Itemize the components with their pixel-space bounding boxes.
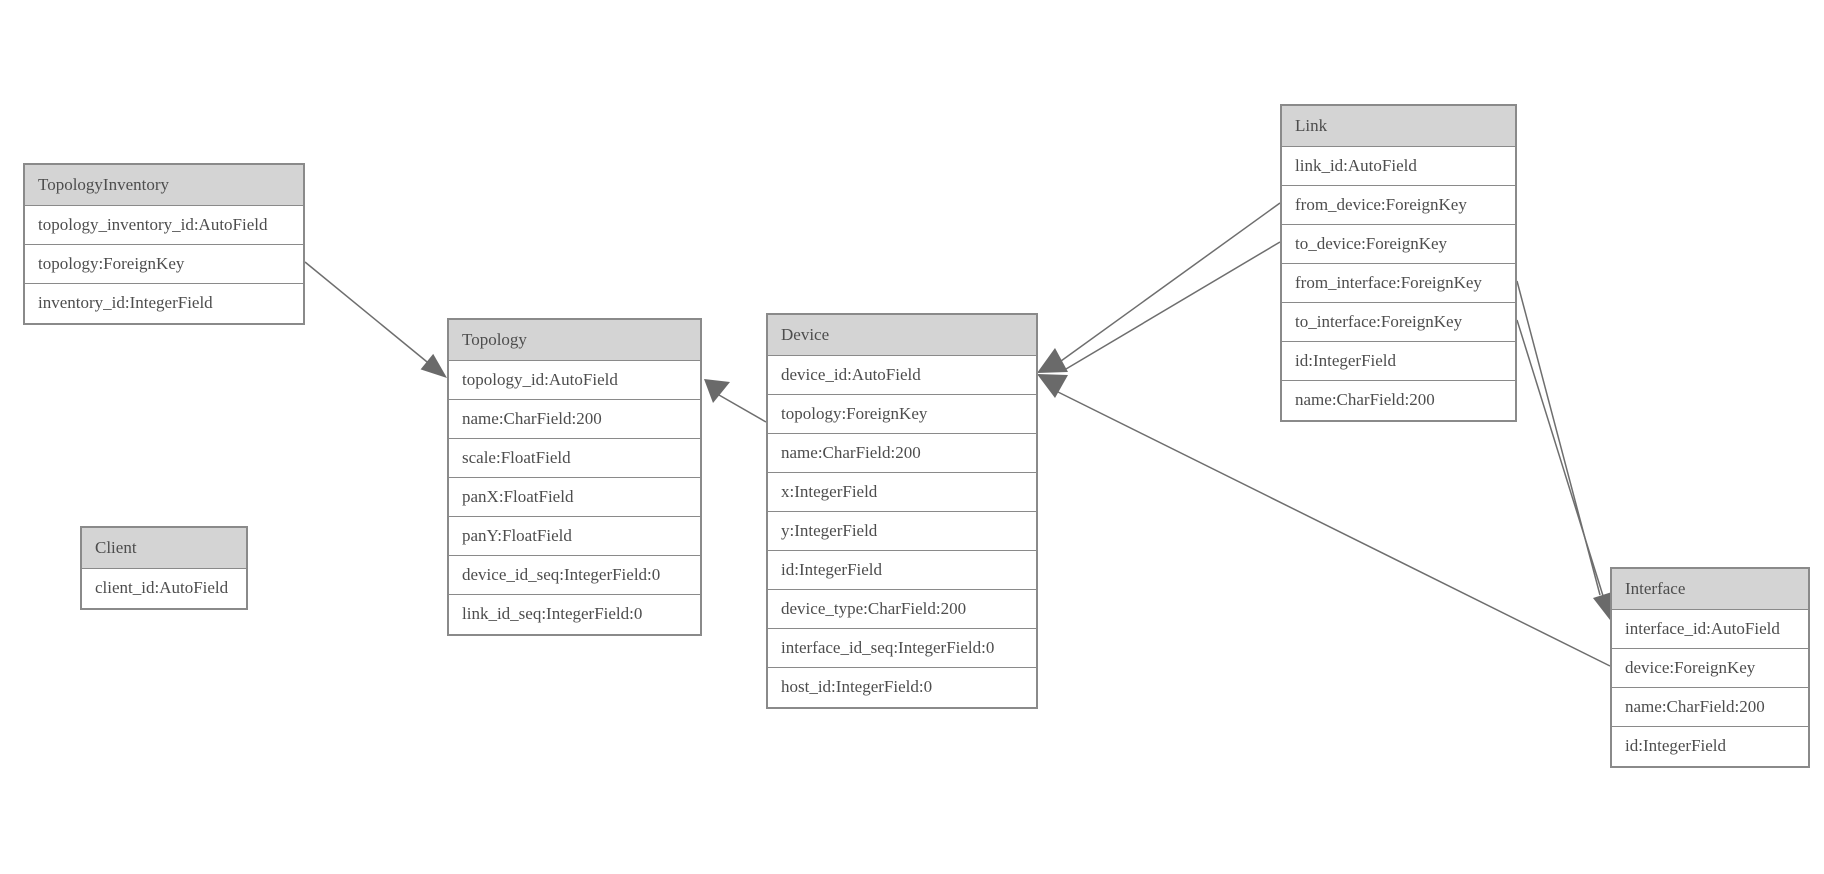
field-row: device_type:CharField:200 (768, 590, 1036, 629)
arrowhead-interface (1593, 592, 1612, 620)
field-row: id:IntegerField (1612, 727, 1808, 766)
field-row: id:IntegerField (1282, 342, 1515, 381)
table-topology: Topology topology_id:AutoField name:Char… (447, 318, 702, 636)
field-row: name:CharField:200 (1612, 688, 1808, 727)
edge-link-to-device (1065, 241, 1281, 370)
field-row: topology_id:AutoField (449, 361, 700, 400)
field-row: name:CharField:200 (449, 400, 700, 439)
field-row: name:CharField:200 (768, 434, 1036, 473)
arrowhead-topology-left (420, 353, 447, 378)
field-row: from_device:ForeignKey (1282, 186, 1515, 225)
field-row: link_id_seq:IntegerField:0 (449, 595, 700, 634)
field-row: from_interface:ForeignKey (1282, 264, 1515, 303)
table-link: Link link_id:AutoField from_device:Forei… (1280, 104, 1517, 422)
field-row: topology:ForeignKey (768, 395, 1036, 434)
field-row: interface_id:AutoField (1612, 610, 1808, 649)
field-row: device:ForeignKey (1612, 649, 1808, 688)
table-title: Topology (449, 320, 700, 361)
table-title: Device (768, 315, 1036, 356)
arrowhead-device-upper (1037, 348, 1068, 373)
field-row: interface_id_seq:IntegerField:0 (768, 629, 1036, 668)
arrowhead-device-lower (1037, 374, 1068, 398)
field-row: x:IntegerField (768, 473, 1036, 512)
edge-link-to-interface (1516, 319, 1605, 600)
table-title: Client (82, 528, 246, 569)
field-row: device_id_seq:IntegerField:0 (449, 556, 700, 595)
table-title: TopologyInventory (25, 165, 303, 206)
field-row: link_id:AutoField (1282, 147, 1515, 186)
table-device: Device device_id:AutoField topology:Fore… (766, 313, 1038, 709)
field-row: host_id:IntegerField:0 (768, 668, 1036, 707)
field-row: panY:FloatField (449, 517, 700, 556)
field-row: scale:FloatField (449, 439, 700, 478)
field-row: to_interface:ForeignKey (1282, 303, 1515, 342)
arrowhead-topology-right (704, 379, 730, 403)
table-interface: Interface interface_id:AutoField device:… (1610, 567, 1810, 768)
field-row: name:CharField:200 (1282, 381, 1515, 420)
field-row: y:IntegerField (768, 512, 1036, 551)
table-client: Client client_id:AutoField (80, 526, 248, 610)
field-row: device_id:AutoField (768, 356, 1036, 395)
field-row: topology_inventory_id:AutoField (25, 206, 303, 245)
field-row: panX:FloatField (449, 478, 700, 517)
field-row: client_id:AutoField (82, 569, 246, 608)
field-row: inventory_id:IntegerField (25, 284, 303, 323)
field-row: topology:ForeignKey (25, 245, 303, 284)
edge-interface-device (1055, 390, 1611, 667)
field-row: id:IntegerField (768, 551, 1036, 590)
edge-topologyinventory-topology (304, 261, 433, 367)
table-title: Interface (1612, 569, 1808, 610)
table-topologyinventory: TopologyInventory topology_inventory_id:… (23, 163, 305, 325)
table-title: Link (1282, 106, 1515, 147)
edge-link-from-device (1060, 202, 1281, 362)
field-row: to_device:ForeignKey (1282, 225, 1515, 264)
edge-device-topology (718, 394, 767, 423)
